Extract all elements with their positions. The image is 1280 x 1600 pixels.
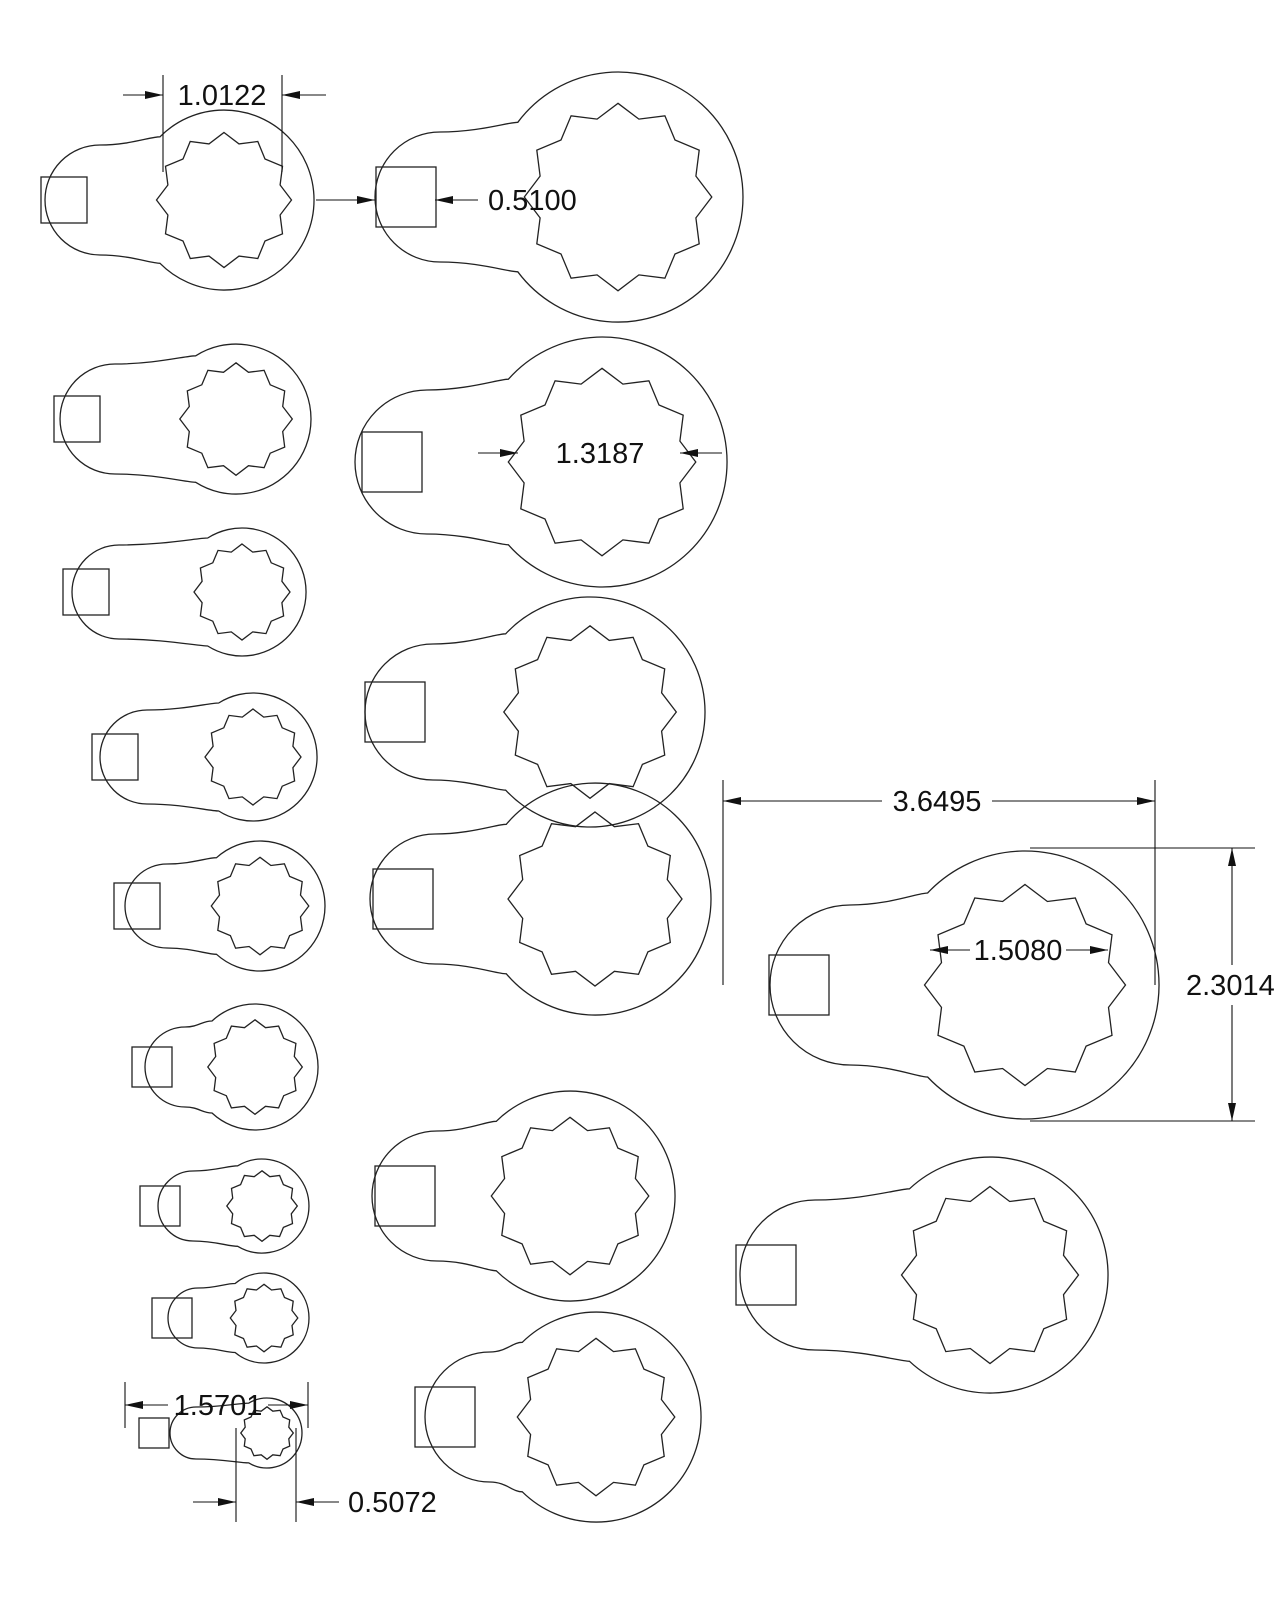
crowfoot-wrench (62, 527, 307, 657)
crowfoot-wrench (91, 692, 318, 822)
dimension-1-5701: 1.5701 (124, 1382, 309, 1428)
wrench-outline (769, 850, 1160, 1120)
twelve-point-opening (155, 131, 293, 269)
dimension-label: 2.3014 (1186, 970, 1275, 1002)
wrench-outline (157, 1158, 310, 1254)
dimension-2-3014: 2.3014 (1030, 847, 1275, 1122)
crowfoot-wrench (371, 1090, 676, 1302)
twelve-point-opening (206, 1018, 304, 1116)
crowfoot-wrench (113, 840, 326, 972)
twelve-point-opening (178, 361, 294, 477)
dimension-label: 3.6495 (893, 786, 982, 818)
dimension-label: 1.5701 (174, 1390, 263, 1422)
wrench-outline (144, 1003, 319, 1131)
dimension-0-5072: 0.5072 (193, 1428, 437, 1522)
twelve-point-opening (900, 1185, 1080, 1365)
dimension-label: 1.0122 (178, 80, 267, 112)
square-drive (113, 882, 161, 930)
square-drive (414, 1386, 476, 1448)
wrench-outline (167, 1272, 310, 1364)
twelve-point-opening (225, 1169, 299, 1243)
crowfoot-wrench (735, 1156, 1109, 1394)
wrench-outline (124, 840, 326, 972)
square-drive (374, 1165, 436, 1227)
wrench-outline (739, 1156, 1109, 1394)
dimension-label: 0.5100 (488, 185, 577, 217)
square-drive (131, 1046, 173, 1088)
dimension-1-0122: 1.0122 (123, 75, 326, 172)
crowfoot-wrench (53, 343, 312, 495)
twelve-point-opening (507, 811, 683, 987)
crowfoot-wrench (131, 1003, 319, 1131)
wrench-outlines (40, 71, 1160, 1523)
square-drive (364, 681, 426, 743)
wrench-outline (371, 1090, 676, 1302)
crowfoot-wrench (369, 782, 712, 1016)
twelve-point-opening (502, 624, 678, 800)
square-drive (138, 1417, 170, 1449)
wrench-outline (44, 109, 315, 291)
crowfoot-wrench (364, 596, 706, 828)
dimension-label: 1.3187 (556, 438, 645, 470)
twelve-point-opening (210, 856, 310, 956)
crowfoot-wrench (374, 71, 744, 323)
wrench-outline (364, 596, 706, 828)
square-drive (53, 395, 101, 443)
twelve-point-opening (516, 1337, 676, 1497)
dimension-1-3187: 1.3187 (478, 438, 722, 470)
square-drive (40, 176, 88, 224)
wrench-outline (169, 1397, 303, 1469)
twelve-point-opening (507, 367, 697, 557)
wrench-outline (59, 343, 312, 495)
square-drive (151, 1297, 193, 1339)
dimension-0-5100: 0.5100 (316, 185, 577, 217)
square-drive (375, 166, 437, 228)
dimension-3-6495: 3.6495 (722, 780, 1156, 985)
wrench-outline (369, 782, 712, 1016)
twelve-point-opening (923, 883, 1127, 1087)
twelve-point-opening (523, 102, 713, 292)
crowfoot-wrench (414, 1311, 702, 1523)
square-drive (361, 431, 423, 493)
twelve-point-opening (204, 708, 302, 806)
twelve-point-opening (229, 1283, 299, 1353)
wrench-outline (71, 527, 307, 657)
square-drive (735, 1244, 797, 1306)
dimension-label: 1.5080 (974, 935, 1063, 967)
crowfoot-wrench (138, 1397, 303, 1469)
twelve-point-opening (193, 543, 291, 641)
wrench-outline (424, 1311, 702, 1523)
crowfoot-wrench (139, 1158, 310, 1254)
square-drive (91, 733, 139, 781)
twelve-point-opening (490, 1116, 650, 1276)
wrench-outline (374, 71, 744, 323)
crowfoot-wrench (40, 109, 315, 291)
square-drive (372, 868, 434, 930)
crowfoot-wrench (151, 1272, 310, 1364)
twelve-point-opening (239, 1405, 295, 1461)
wrench-outline (99, 692, 318, 822)
square-drive (62, 568, 110, 616)
dimension-label: 0.5072 (348, 1487, 437, 1519)
square-drive (768, 954, 830, 1016)
crowfoot-wrench (354, 336, 728, 588)
dimension-1-5080: 1.5080 (930, 935, 1108, 967)
wrench-outline (354, 336, 728, 588)
crowfoot-wrench (768, 850, 1160, 1120)
square-drive (139, 1185, 181, 1227)
dimension-lines: 1.0122 0.5100 1.3187 3.6495 (123, 75, 1275, 1522)
